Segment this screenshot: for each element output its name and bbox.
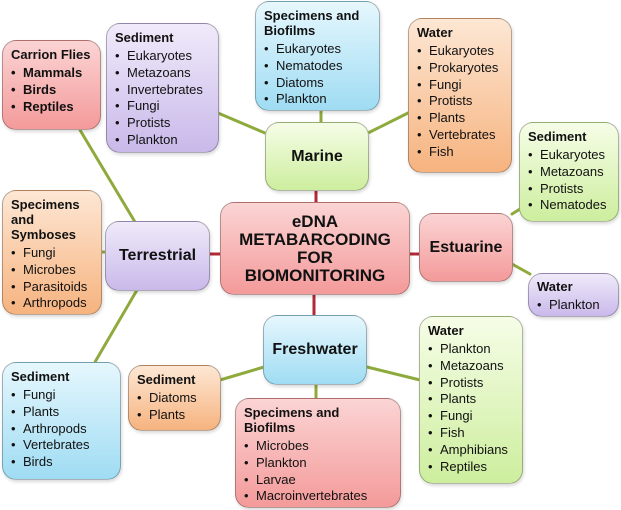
list-item: Eukaryotes: [115, 48, 210, 65]
list-item: Plankton: [115, 132, 210, 149]
center-label: eDNA METABARCODING FOR BIOMONITORING: [239, 211, 391, 285]
marine-specimens-biofilms-box: Specimens and Biofilms Eukaryotes Nemato…: [255, 1, 380, 111]
estuarine-water-box: Water Plankton: [528, 273, 619, 317]
marine-water-box: Water Eukaryotes Prokaryotes Fungi Proti…: [408, 18, 512, 173]
hub-label: Marine: [291, 147, 343, 165]
list-item: Mammals: [11, 65, 92, 82]
item-list: Diatoms Plants: [137, 390, 212, 424]
terrestrial-carrion-flies-box: Carrion Flies Mammals Birds Reptiles: [2, 40, 101, 130]
list-item: Macroinvertebrates: [244, 488, 392, 505]
list-item: Arthropods: [11, 295, 97, 312]
center-topic: eDNA METABARCODING FOR BIOMONITORING: [220, 202, 410, 295]
list-item: Fungi: [115, 98, 210, 115]
list-item: Fish: [417, 144, 503, 161]
list-item: Birds: [11, 82, 92, 99]
list-item: Eukaryotes: [264, 41, 371, 58]
list-item: Diatoms: [264, 75, 371, 92]
hub-label: Freshwater: [272, 341, 358, 358]
box-title: Sediment: [11, 369, 70, 384]
item-list: Plankton: [537, 297, 610, 314]
list-item: Metazoans: [528, 164, 610, 181]
list-item: Diatoms: [137, 390, 212, 407]
list-item: Protists: [528, 181, 610, 198]
list-item: Amphibians: [428, 442, 514, 459]
list-item: Vertebrates: [11, 437, 112, 454]
freshwater-water-box: Water Plankton Metazoans Protists Plants…: [419, 316, 523, 484]
list-item: Birds: [11, 454, 112, 471]
item-list: Mammals Birds Reptiles: [11, 65, 92, 115]
box-title: Specimens and Symboses: [11, 197, 80, 242]
list-item: Nematodes: [528, 197, 610, 214]
list-item: Microbes: [11, 262, 97, 279]
list-item: Plankton: [244, 455, 392, 472]
list-item: Fungi: [11, 245, 97, 262]
list-item: Nematodes: [264, 58, 371, 75]
list-item: Microbes: [244, 438, 392, 455]
box-title: Specimens and Biofilms: [264, 8, 360, 38]
item-list: Eukaryotes Prokaryotes Fungi Protists Pl…: [417, 43, 503, 161]
freshwater-specimens-biofilms-box: Specimens and Biofilms Microbes Plankton…: [235, 398, 401, 508]
list-item: Metazoans: [428, 358, 514, 375]
list-item: Plankton: [537, 297, 610, 314]
item-list: Fungi Plants Arthropods Vertebrates Bird…: [11, 387, 112, 471]
list-item: Prokaryotes: [417, 60, 503, 77]
freshwater-hub: Freshwater: [263, 315, 367, 385]
hub-label: Terrestrial: [118, 247, 197, 264]
list-item: Fungi: [11, 387, 112, 404]
box-title: Water: [417, 25, 453, 40]
list-item: Plants: [137, 407, 212, 424]
box-title: Specimens and Biofilms: [244, 405, 340, 435]
terrestrial-sediment-box: Sediment Fungi Plants Arthropods Vertebr…: [2, 362, 121, 480]
list-item: Reptiles: [11, 99, 92, 116]
list-item: Parasitoids: [11, 279, 97, 296]
list-item: Eukaryotes: [417, 43, 503, 60]
item-list: Eukaryotes Metazoans Protists Nematodes: [528, 147, 610, 214]
box-title: Water: [537, 279, 573, 294]
list-item: Plants: [428, 391, 514, 408]
list-item: Fungi: [417, 77, 503, 94]
list-item: Protists: [428, 375, 514, 392]
list-item: Vertebrates: [417, 127, 503, 144]
list-item: Reptiles: [428, 459, 514, 476]
list-item: Plankton: [428, 341, 514, 358]
item-list: Eukaryotes Nematodes Diatoms Plankton: [264, 41, 371, 108]
list-item: Plankton: [264, 91, 371, 108]
box-title: Carrion Flies: [11, 47, 91, 62]
estuarine-sediment-box: Sediment Eukaryotes Metazoans Protists N…: [519, 122, 619, 222]
list-item: Plants: [11, 404, 112, 421]
marine-sediment-box: Sediment Eukaryotes Metazoans Invertebra…: [106, 23, 219, 153]
list-item: Invertebrates: [115, 82, 210, 99]
freshwater-sediment-box: Sediment Diatoms Plants: [128, 365, 221, 431]
item-list: Eukaryotes Metazoans Invertebrates Fungi…: [115, 48, 210, 149]
list-item: Fish: [428, 425, 514, 442]
list-item: Protists: [115, 115, 210, 132]
item-list: Fungi Microbes Parasitoids Arthropods: [11, 245, 97, 312]
item-list: Plankton Metazoans Protists Plants Fungi…: [428, 341, 514, 475]
list-item: Eukaryotes: [528, 147, 610, 164]
item-list: Microbes Plankton Larvae Macroinvertebra…: [244, 438, 392, 505]
box-title: Sediment: [137, 372, 196, 387]
marine-hub: Marine: [265, 122, 369, 191]
list-item: Plants: [417, 110, 503, 127]
box-title: Sediment: [115, 30, 174, 45]
list-item: Fungi: [428, 408, 514, 425]
list-item: Metazoans: [115, 65, 210, 82]
box-title: Sediment: [528, 129, 587, 144]
terrestrial-specimens-symboses-box: Specimens and Symboses Fungi Microbes Pa…: [2, 190, 102, 315]
terrestrial-hub: Terrestrial: [105, 221, 210, 291]
box-title: Water: [428, 323, 464, 338]
estuarine-hub: Estuarine: [419, 213, 513, 282]
list-item: Protists: [417, 93, 503, 110]
hub-label: Estuarine: [429, 238, 503, 256]
list-item: Arthropods: [11, 421, 112, 438]
list-item: Larvae: [244, 472, 392, 489]
